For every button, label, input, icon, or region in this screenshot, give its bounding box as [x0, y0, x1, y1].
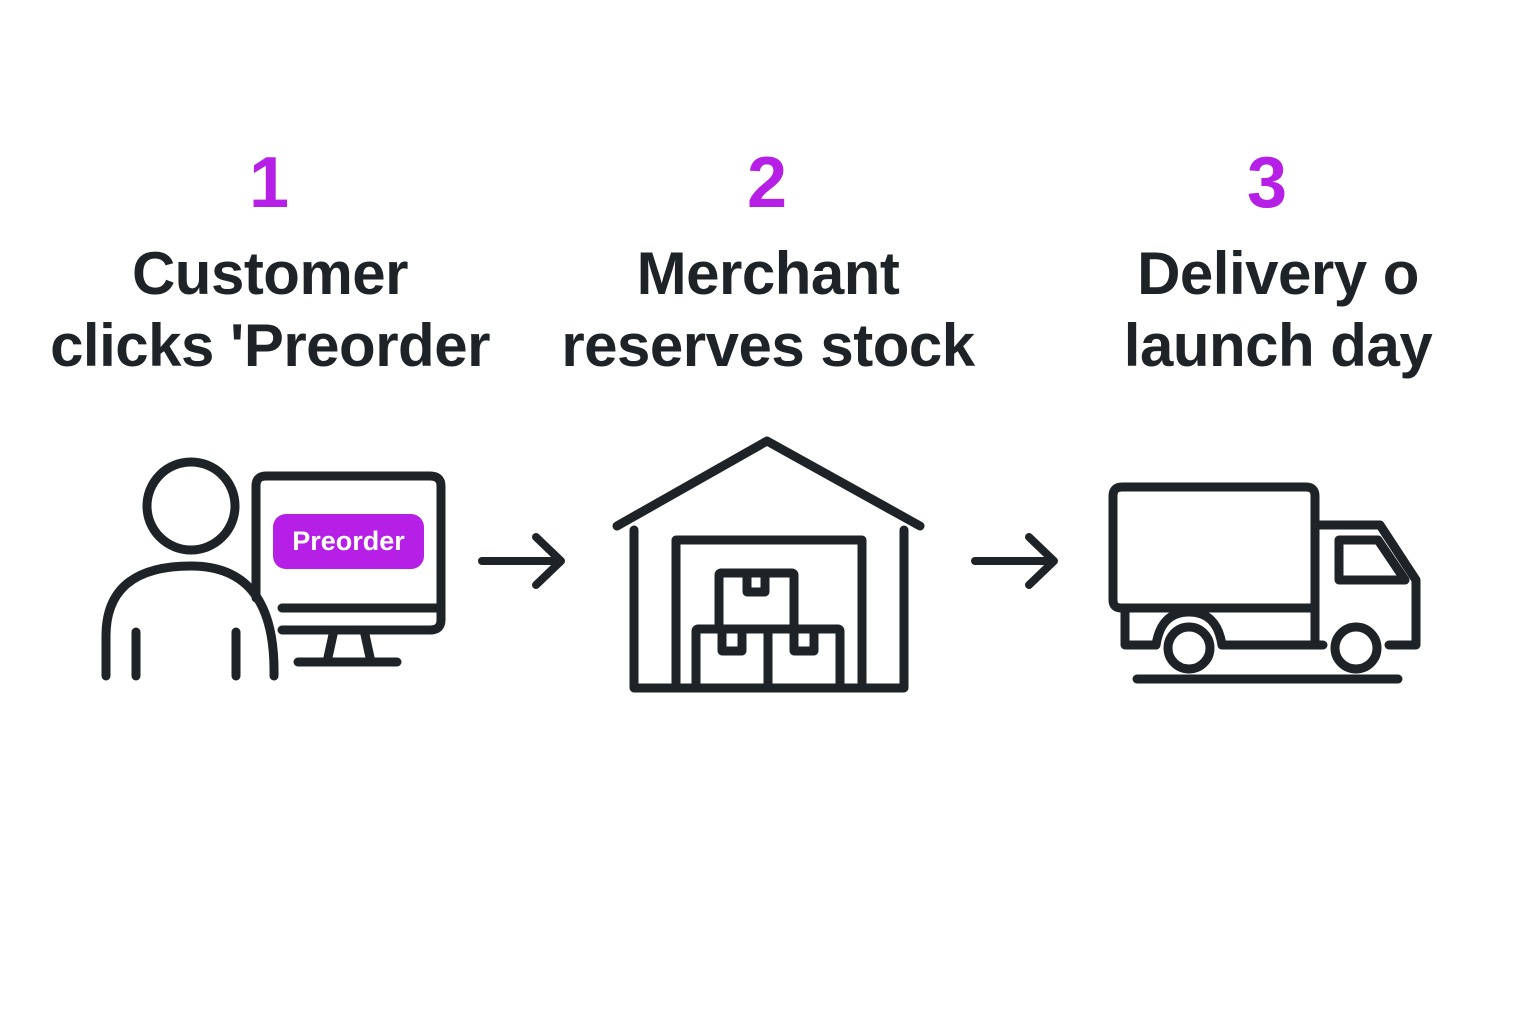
step-3-title-line2: launch day	[1123, 312, 1433, 379]
step-1-title: Customer clicks 'Preorder	[30, 238, 510, 382]
step-1-title-line2: clicks 'Preorder	[50, 312, 490, 379]
step-3-number: 3	[1246, 143, 1288, 223]
arrow-right-icon	[971, 533, 1058, 589]
step-2-title-line2: reserves stock	[561, 312, 975, 379]
arrow-right-icon	[478, 533, 565, 589]
step-3-title-line1: Delivery o	[1137, 240, 1419, 307]
step-2-number: 2	[746, 143, 788, 223]
step-1-number: 1	[248, 143, 290, 223]
preorder-button: Preorder	[273, 514, 424, 569]
step-3-title: Delivery o launch day	[1038, 238, 1518, 382]
step-2-title-line1: Merchant	[636, 240, 900, 307]
step-1-title-line1: Customer	[131, 240, 409, 307]
step-2-title: Merchant reserves stock	[528, 238, 1008, 382]
